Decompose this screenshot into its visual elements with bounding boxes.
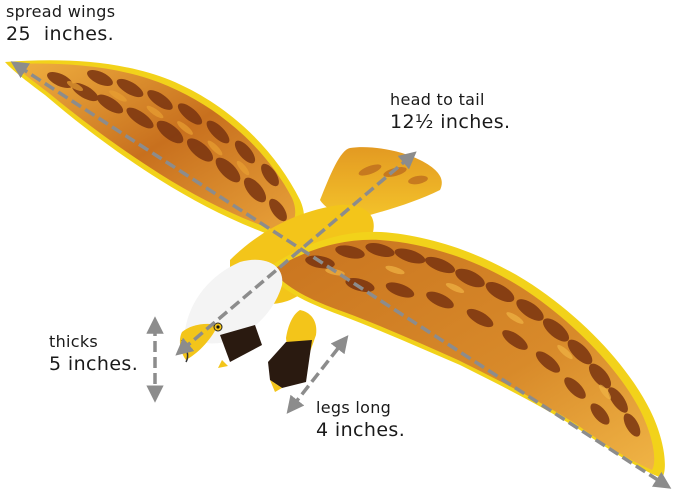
wingspan-label: spread wings 25 inches. xyxy=(6,2,115,46)
legs-label: legs long 4 inches. xyxy=(316,398,405,442)
legs-value: 4 inches. xyxy=(316,419,406,441)
thickness-label: thicks 5 inches. xyxy=(49,332,138,376)
thickness-value: 5 inches. xyxy=(49,353,139,375)
measure-arrows xyxy=(10,61,672,489)
legs-title: legs long xyxy=(316,398,392,417)
wingspan-title: spread wings xyxy=(6,2,116,21)
length-value: 12½ inches. xyxy=(390,111,511,133)
legs-arrow xyxy=(286,335,349,414)
length-label: head to tail 12½ inches. xyxy=(390,90,510,134)
wingspan-value: 25 inches. xyxy=(6,23,115,45)
length-title: head to tail xyxy=(390,90,485,109)
length-arrow xyxy=(175,151,417,356)
thickness-title: thicks xyxy=(49,332,99,351)
